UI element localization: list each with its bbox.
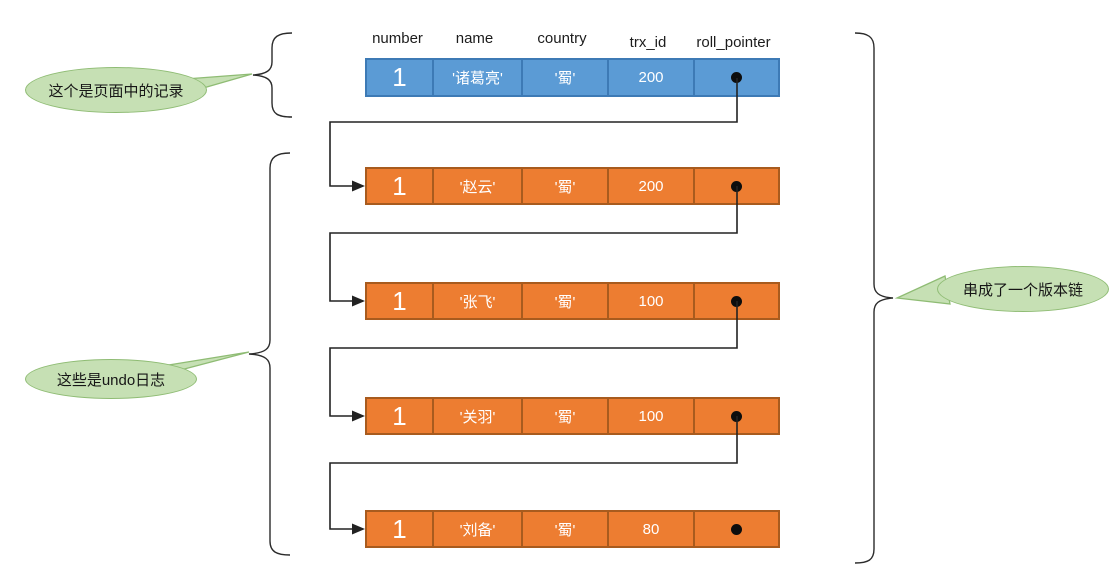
cell-number: 1	[392, 62, 407, 92]
cell-trx-id: 200	[607, 60, 693, 95]
brace-undo-logs	[248, 152, 291, 556]
cell-country: '蜀'	[521, 399, 607, 433]
callout-undo-logs-label: 这些是undo日志	[56, 371, 166, 389]
column-header-name: name	[455, 30, 494, 47]
column-header-number: number	[372, 30, 423, 47]
callout-page-record: 这个是页面中的记录	[25, 67, 207, 113]
cell-name: '诸葛亮'	[432, 60, 521, 95]
undo-row-3: 1 '关羽' '蜀' 100	[365, 397, 780, 435]
column-header-row: number name country trx_id roll_pointer	[365, 30, 776, 51]
record-row: 1 '诸葛亮' '蜀' 200	[365, 58, 780, 97]
cell-name: '关羽'	[432, 399, 521, 433]
undo-row-1: 1 '赵云' '蜀' 200	[365, 167, 780, 205]
callout-undo-logs: 这些是undo日志	[25, 359, 197, 399]
cell-name: '赵云'	[432, 169, 521, 203]
column-header-country: country	[537, 30, 587, 47]
callout-version-chain: 串成了一个版本链	[937, 266, 1109, 312]
cell-name: '张飞'	[432, 284, 521, 318]
roll-pointer-dot-icon	[731, 410, 742, 422]
brace-page-record	[252, 32, 293, 118]
cell-roll-pointer	[693, 284, 778, 318]
roll-pointer-dot-icon	[731, 295, 742, 307]
cell-trx-id: 200	[607, 169, 693, 203]
undo-row-4: 1 '刘备' '蜀' 80	[365, 510, 780, 548]
column-header-roll-pointer: roll_pointer	[696, 34, 771, 51]
cell-roll-pointer	[693, 169, 778, 203]
roll-pointer-dot-icon	[731, 72, 742, 83]
cell-number: 1	[392, 285, 407, 316]
cell-trx-id: 80	[607, 512, 693, 546]
cell-roll-pointer	[693, 60, 778, 95]
cell-number: 1	[392, 400, 407, 431]
cell-name: '刘备'	[432, 512, 521, 546]
callout-page-record-label: 这个是页面中的记录	[48, 82, 184, 100]
cell-number: 1	[392, 170, 407, 201]
cell-country: '蜀'	[521, 169, 607, 203]
undo-row-2: 1 '张飞' '蜀' 100	[365, 282, 780, 320]
roll-pointer-dot-icon	[731, 523, 742, 535]
cell-country: '蜀'	[521, 284, 607, 318]
cell-number: 1	[392, 513, 407, 544]
roll-pointer-dot-icon	[731, 180, 742, 192]
column-header-trx-id: trx_id	[629, 34, 667, 51]
cell-trx-id: 100	[607, 399, 693, 433]
cell-roll-pointer	[693, 399, 778, 433]
brace-version-chain	[854, 32, 894, 564]
callout-version-chain-label: 串成了一个版本链	[962, 281, 1083, 299]
cell-country: '蜀'	[521, 512, 607, 546]
cell-trx-id: 100	[607, 284, 693, 318]
cell-roll-pointer	[693, 512, 778, 546]
cell-country: '蜀'	[521, 60, 607, 95]
